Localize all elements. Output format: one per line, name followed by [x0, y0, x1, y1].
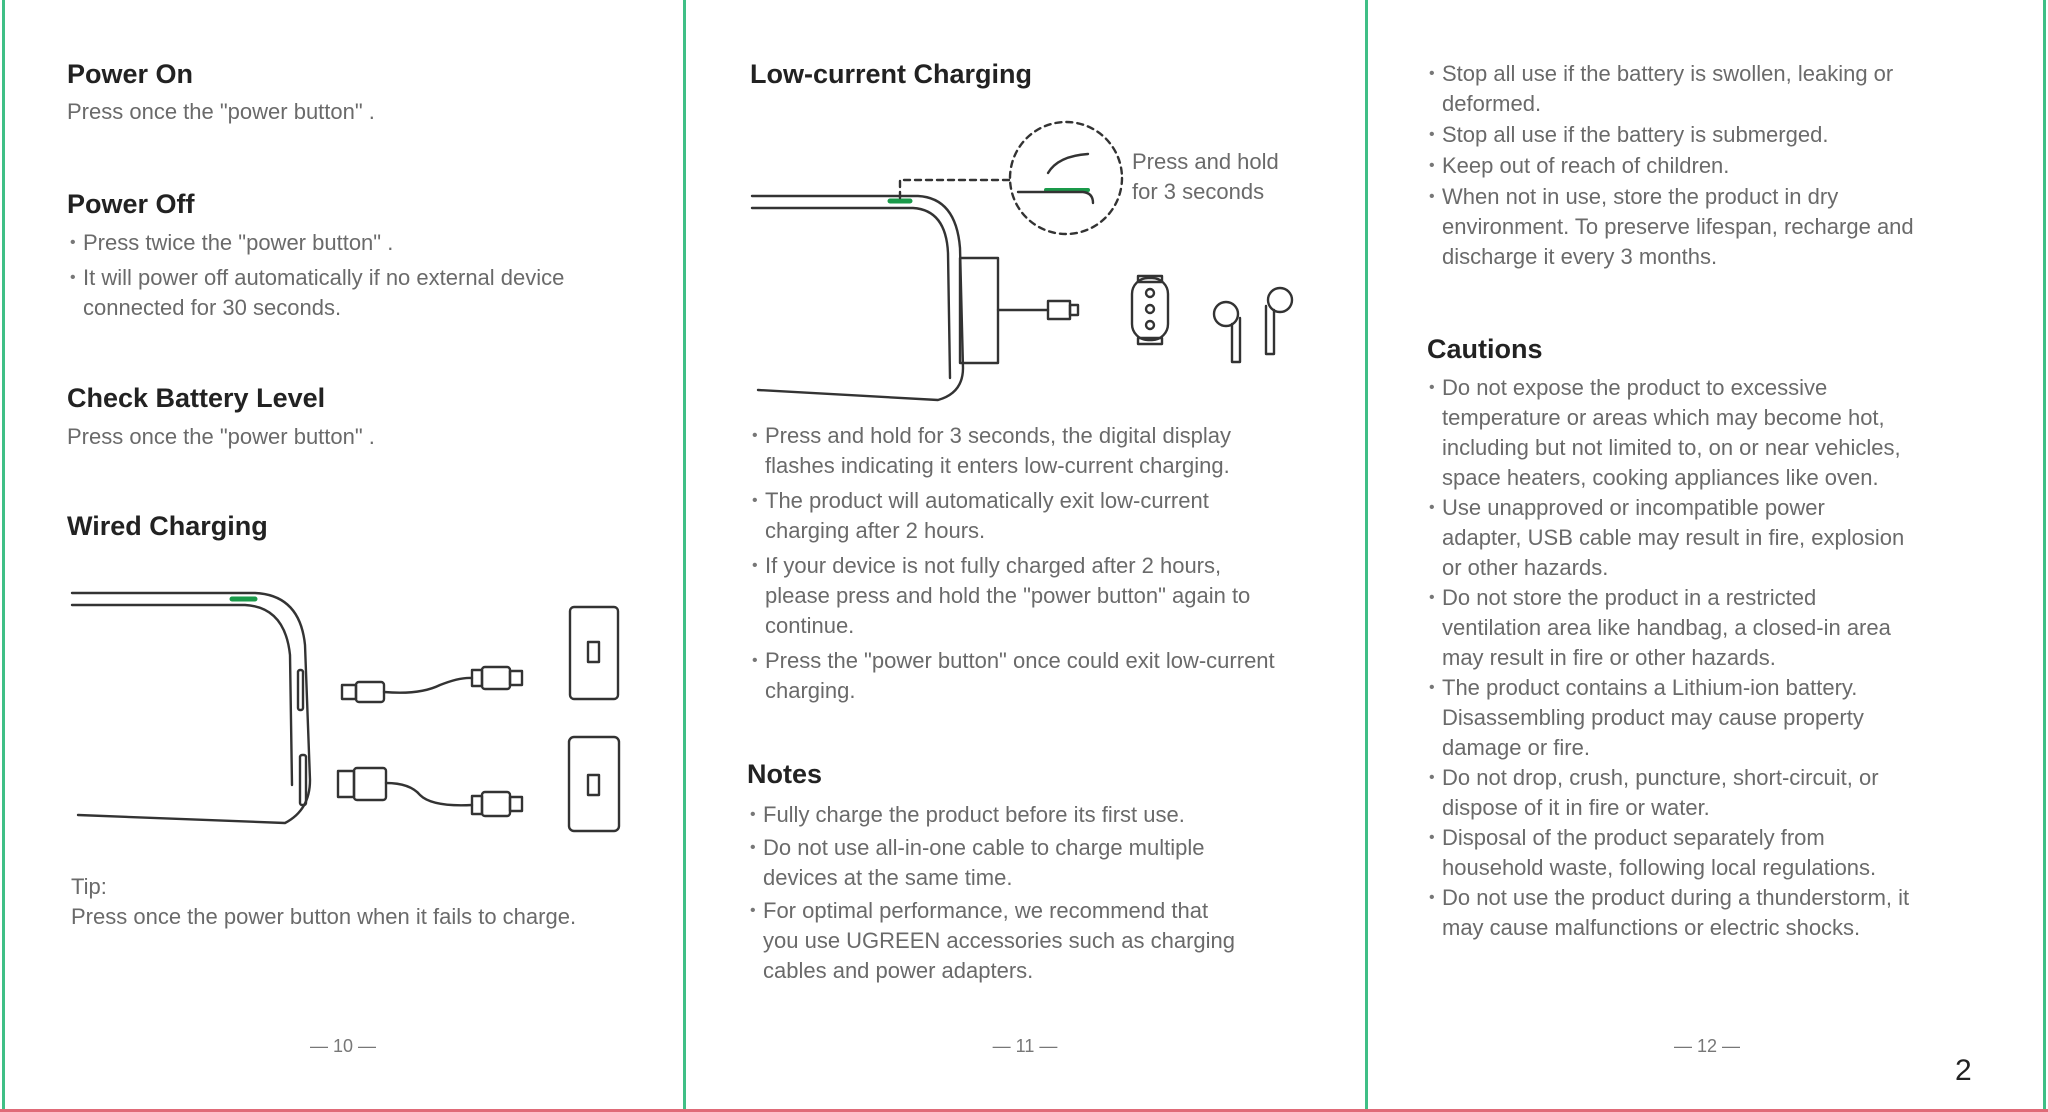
bullet-marker: •: [752, 557, 758, 574]
storage-bullet-text: Stop all use if the battery is submerged…: [1442, 122, 1829, 147]
cautions-bullet-text: damage or fire.: [1442, 735, 1590, 760]
low-current-bullet-text: charging.: [765, 678, 856, 703]
heading-power-off: Power Off: [67, 189, 195, 219]
page-number: — 11 —: [992, 1036, 1058, 1056]
low-current-bullet-text: flashes indicating it enters low-current…: [765, 453, 1230, 478]
cautions-bullet-text: Do not drop, crush, puncture, short-circ…: [1442, 765, 1879, 790]
cautions-bullet-text: space heaters, cooking appliances like o…: [1442, 465, 1879, 490]
cautions-bullet-text: including but not limited to, on or near…: [1442, 435, 1901, 460]
bullet-marker: •: [1429, 499, 1435, 516]
storage-bullet-text: environment. To preserve lifespan, recha…: [1442, 214, 1914, 239]
storage-bullet-text: When not in use, store the product in dr…: [1442, 184, 1839, 209]
callout-text: for 3 seconds: [1132, 179, 1265, 204]
bullet-marker: •: [1429, 126, 1435, 143]
notes-bullet-text: devices at the same time.: [763, 865, 1013, 890]
page-divider: [2043, 0, 2046, 1110]
cautions-bullet-text: adapter, USB cable may result in fire, e…: [1442, 525, 1905, 550]
low-current-bullet-text: The product will automatically exit low-…: [765, 488, 1209, 513]
bullet-marker: •: [1429, 188, 1435, 205]
page-number: — 12 —: [1673, 1036, 1741, 1056]
page-divider: [2, 0, 5, 1110]
wired-charging-illustration: [70, 591, 621, 833]
cautions-bullet-text: may result in fire or other hazards.: [1442, 645, 1776, 670]
notes-bullet-text: cables and power adapters.: [763, 958, 1034, 983]
cautions-bullet-text: Do not store the product in a restricted: [1442, 585, 1817, 610]
cautions-bullet-text: temperature or areas which may become ho…: [1442, 405, 1885, 430]
page-divider: [683, 0, 686, 1110]
callout-text: Press and hold: [1132, 149, 1279, 174]
bullet-marker: •: [70, 234, 76, 251]
notes-bullet-text: Do not use all-in-one cable to charge mu…: [763, 835, 1205, 860]
cautions-bullet-text: dispose of it in fire or water.: [1442, 795, 1710, 820]
bullet-marker: •: [752, 492, 758, 509]
power-off-bullet-text: It will power off automatically if no ex…: [83, 265, 565, 290]
heading-power-on: Power On: [67, 59, 194, 89]
low-current-bullet-text: charging after 2 hours.: [765, 518, 986, 543]
bullet-marker: •: [750, 806, 756, 823]
bullet-marker: •: [750, 839, 756, 856]
bullet-marker: •: [70, 269, 76, 286]
bullet-marker: •: [750, 902, 756, 919]
low-current-bullet-text: Press the "power button" once could exit…: [765, 648, 1275, 673]
storage-bullet-text: deformed.: [1442, 91, 1542, 116]
low-current-charging-illustration: [750, 120, 1294, 402]
cautions-bullet-text: ventilation area like handbag, a closed-…: [1442, 615, 1891, 640]
cautions-bullet-text: may cause malfunctions or electric shock…: [1442, 915, 1861, 940]
sheet-number: 2: [1955, 1054, 1972, 1087]
heading-check-battery-level: Check Battery Level: [67, 383, 326, 413]
power-off-bullet-text: connected for 30 seconds.: [83, 295, 342, 320]
low-current-bullet-text: If your device is not fully charged afte…: [765, 553, 1222, 578]
bullet-marker: •: [752, 427, 758, 444]
heading-notes: Notes: [747, 759, 823, 789]
cautions-bullet-text: Do not expose the product to excessive: [1442, 375, 1828, 400]
bullet-marker: •: [752, 652, 758, 669]
heading-cautions: Cautions: [1427, 334, 1543, 364]
page-number: — 10 —: [309, 1036, 377, 1056]
power-off-bullet-text: Press twice the "power button" .: [83, 230, 394, 255]
notes-bullet-text: For optimal performance, we recommend th…: [763, 898, 1209, 923]
cautions-bullet-text: The product contains a Lithium-ion batte…: [1442, 675, 1858, 700]
power-on-text: Press once the "power button" .: [67, 99, 375, 124]
cautions-bullet-text: Use unapproved or incompatible power: [1442, 495, 1825, 520]
bullet-marker: •: [1429, 889, 1435, 906]
cautions-bullet-text: Do not use the product during a thunders…: [1442, 885, 1910, 910]
page-divider: [1365, 0, 1368, 1110]
bullet-marker: •: [1429, 379, 1435, 396]
low-current-bullet-text: continue.: [765, 613, 855, 638]
bullet-marker: •: [1429, 65, 1435, 82]
low-current-bullet-text: please press and hold the "power button"…: [765, 583, 1251, 608]
notes-bullet-text: you use UGREEN accessories such as charg…: [763, 928, 1235, 953]
low-current-bullet-text: Press and hold for 3 seconds, the digita…: [765, 423, 1231, 448]
storage-bullet-text: discharge it every 3 months.: [1442, 244, 1718, 269]
cautions-bullet-text: or other hazards.: [1442, 555, 1609, 580]
cautions-bullet-text: Disposal of the product separately from: [1442, 825, 1825, 850]
cautions-bullet-text: household waste, following local regulat…: [1442, 855, 1877, 880]
bullet-marker: •: [1429, 769, 1435, 786]
bullet-marker: •: [1429, 157, 1435, 174]
heading-wired-charging: Wired Charging: [67, 511, 268, 541]
bullet-marker: •: [1429, 589, 1435, 606]
check-battery-text: Press once the "power button" .: [67, 424, 375, 449]
bullet-marker: •: [1429, 679, 1435, 696]
heading-low-current-charging: Low-current Charging: [750, 59, 1032, 89]
cautions-bullet-text: Disassembling product may cause property: [1442, 705, 1864, 730]
tip-text: Press once the power button when it fail…: [71, 904, 577, 929]
notes-bullet-text: Fully charge the product before its firs…: [763, 802, 1185, 827]
storage-bullet-text: Stop all use if the battery is swollen, …: [1442, 61, 1894, 86]
storage-bullet-text: Keep out of reach of children.: [1442, 153, 1730, 178]
bottom-border: [0, 1109, 2048, 1112]
tip-text: Tip:: [71, 874, 107, 899]
bullet-marker: •: [1429, 829, 1435, 846]
